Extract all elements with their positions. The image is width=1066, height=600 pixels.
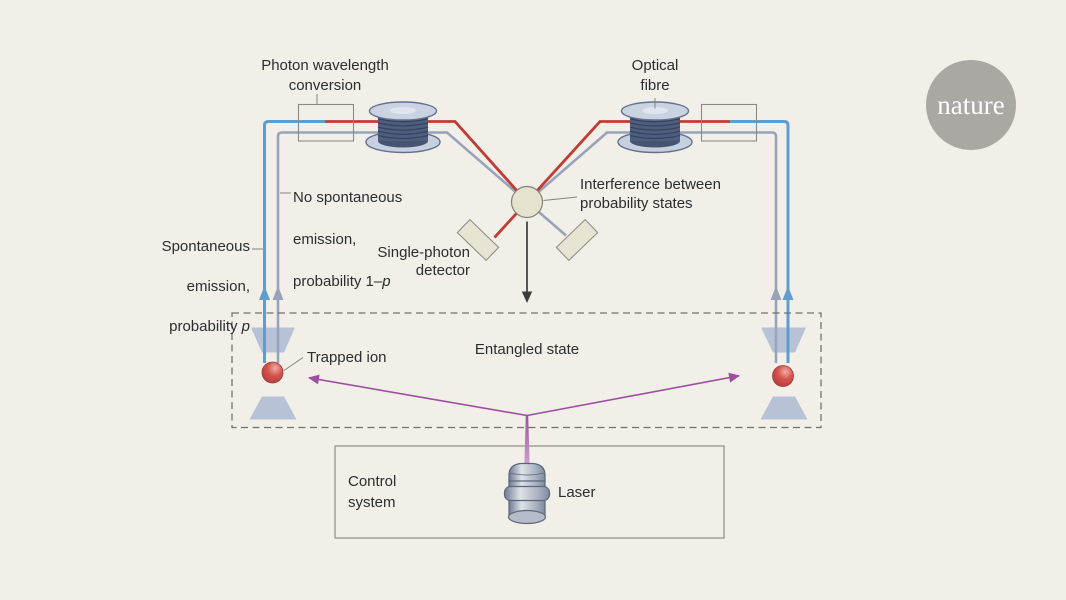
left-trapped-ion	[261, 361, 284, 384]
optical-fibre-label: Optical fibre	[631, 57, 679, 94]
nature-logo: nature	[926, 60, 1016, 150]
no-spontaneous-emission-label: No spontaneous emission, probability 1–p	[293, 166, 463, 313]
no-emission-line2: emission,	[293, 231, 357, 248]
spont-emission-line3: probability p	[169, 318, 250, 335]
left-entangle-arrow	[308, 374, 528, 417]
interference-label: Interference between probability states	[580, 176, 721, 212]
nature-logo-circle	[926, 60, 1016, 150]
laser-device	[503, 462, 551, 525]
left-ion-trap	[249, 327, 297, 420]
spontaneous-emission-label: Spontaneous emission, probability p	[80, 217, 250, 357]
right-blue-photon-path	[730, 120, 790, 363]
entangled-state-dashed-box	[231, 312, 822, 429]
left-trap-bottom-electrode	[249, 396, 297, 420]
beamsplitter	[510, 185, 544, 219]
probability-variable: p	[241, 318, 250, 335]
right-trap-bottom-electrode	[760, 396, 808, 420]
spont-emission-line1: Spontaneous	[161, 238, 250, 255]
right-trapped-ion	[772, 365, 794, 387]
spont-emission-line2: emission,	[186, 278, 250, 295]
left-gray-up-arrow-icon	[272, 286, 284, 300]
single-photon-detector-label: Single-photon detector	[377, 244, 470, 279]
left-trap-top-electrode	[251, 327, 295, 353]
left-blue-photon-path	[263, 120, 325, 363]
no-emission-line1: No spontaneous	[293, 189, 403, 206]
left-red-fibre-path	[325, 120, 529, 203]
interference-connector	[543, 196, 578, 201]
trapped-ion-label: Trapped ion	[307, 349, 387, 366]
entangled-state-label: Entangled state	[474, 341, 580, 358]
left-fibre-spool	[365, 101, 441, 154]
right-wavelength-conversion-box	[700, 103, 758, 142]
right-entangle-arrow	[526, 372, 740, 417]
laser-label: Laser	[558, 484, 596, 501]
measurement-arrow-head-icon	[521, 291, 533, 303]
right-gray-up-arrow-icon	[770, 286, 782, 300]
left-gray-probability-path	[276, 131, 567, 363]
right-trap-top-electrode	[761, 327, 806, 353]
control-system-box	[334, 445, 725, 539]
trapped-ion-connector	[283, 357, 304, 371]
control-system-label: Control system	[348, 473, 397, 511]
left-blue-up-arrow-icon	[259, 286, 270, 300]
right-gray-probability-path	[526, 131, 778, 363]
laser-beam	[524, 415, 530, 466]
left-single-photon-detector	[456, 218, 500, 262]
left-wavelength-conversion-box	[297, 103, 355, 142]
right-single-photon-detector	[555, 218, 599, 262]
no-emission-line3: probability 1–p	[293, 273, 391, 290]
right-ion-trap	[760, 327, 808, 420]
right-fibre-spool	[617, 101, 693, 154]
right-blue-up-arrow-icon	[782, 286, 794, 300]
probability-variable: p	[382, 273, 391, 290]
photon-conversion-label: Photon wavelength conversion	[261, 57, 389, 94]
nature-logo-text: nature	[937, 90, 1004, 120]
